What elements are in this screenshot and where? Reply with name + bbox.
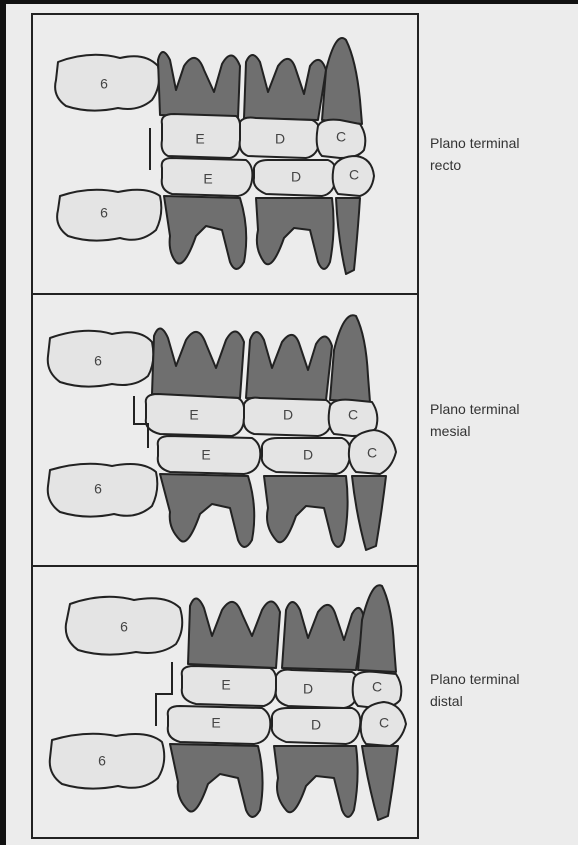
lower-E-label: E: [201, 447, 210, 463]
upper-E-label: E: [195, 131, 204, 147]
upper-C-label: C: [372, 679, 382, 695]
caption-recto-line2: recto: [430, 154, 570, 176]
lower-D-label: D: [291, 169, 301, 185]
lower-E-label: E: [211, 715, 220, 731]
lower-D-roots: [256, 198, 334, 269]
lower-6-label: 6: [94, 481, 102, 497]
upper-E-roots: [158, 52, 240, 118]
upper-D-label: D: [275, 131, 285, 147]
lower-D-roots: [274, 746, 358, 817]
lower-D-label: D: [311, 717, 321, 733]
upper-D-roots: [246, 332, 332, 400]
lower-6-label: 6: [100, 205, 108, 221]
lower-C-label: C: [379, 715, 389, 731]
caption-distal: Plano terminal distal: [430, 668, 570, 712]
panel-mesial: 6 E D C E D C 6: [32, 294, 418, 566]
caption-recto-line1: Plano terminal: [430, 132, 570, 154]
upper-E-label: E: [189, 407, 198, 423]
panel-distal: 6 E D C E D C 6: [32, 566, 418, 838]
upper-6-label: 6: [94, 353, 102, 369]
upper-E-roots: [152, 328, 244, 398]
upper-C-root: [358, 585, 396, 672]
caption-mesial: Plano terminal mesial: [430, 398, 570, 442]
lower-C-root: [336, 198, 360, 274]
lower-E-label: E: [203, 171, 212, 187]
lower-C-root: [362, 746, 398, 820]
lower-6-label: 6: [98, 753, 106, 769]
upper-D-label: D: [283, 407, 293, 423]
lower-C-label: C: [367, 445, 377, 461]
lower-C-root: [352, 476, 386, 550]
upper-6-label: 6: [100, 76, 108, 92]
caption-recto: Plano terminal recto: [430, 132, 570, 176]
panel-recto: 6 E D C E D C 6: [32, 14, 418, 294]
upper-E-roots: [188, 598, 280, 668]
lower-C-label: C: [349, 167, 359, 183]
caption-distal-line1: Plano terminal: [430, 668, 570, 690]
lower-D-roots: [264, 476, 348, 547]
lower-E-roots: [170, 744, 263, 817]
lower-permanent-molar-6: [50, 734, 165, 789]
lower-permanent-molar-6: [48, 464, 158, 517]
lower-permanent-molar-6: [57, 190, 161, 241]
caption-distal-line2: distal: [430, 690, 570, 712]
upper-C-label: C: [348, 407, 358, 423]
upper-C-root: [322, 38, 362, 124]
caption-mesial-line2: mesial: [430, 420, 570, 442]
upper-C-label: C: [336, 129, 346, 145]
lower-D-label: D: [303, 447, 313, 463]
upper-D-label: D: [303, 681, 313, 697]
upper-E-label: E: [221, 677, 230, 693]
upper-6-label: 6: [120, 619, 128, 635]
lower-E-roots: [160, 474, 254, 547]
upper-D-roots: [244, 55, 326, 120]
caption-mesial-line1: Plano terminal: [430, 398, 570, 420]
upper-D-roots: [282, 602, 364, 670]
lower-E-roots: [164, 196, 246, 269]
upper-D-crown: [276, 670, 359, 708]
upper-C-root: [330, 315, 370, 402]
